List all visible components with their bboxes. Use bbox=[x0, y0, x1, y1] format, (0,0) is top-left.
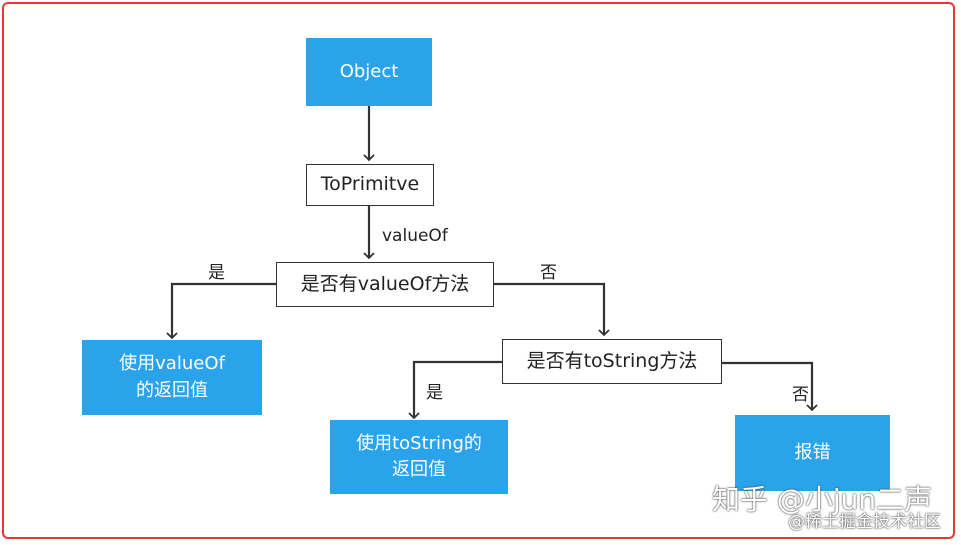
node-use-value-of-line2: 的返回值 bbox=[136, 379, 208, 401]
node-to-primitive: ToPrimitve bbox=[306, 164, 434, 206]
edge-label-no-1: 否 bbox=[540, 263, 557, 283]
node-has-to-string-label: 是否有toString方法 bbox=[526, 349, 698, 372]
node-object: Object bbox=[306, 38, 432, 106]
node-object-label: Object bbox=[339, 60, 399, 82]
node-error-label: 报错 bbox=[794, 441, 831, 463]
outer-frame bbox=[2, 2, 955, 539]
watermark-juejin: @稀土掘金技术社区 bbox=[788, 512, 941, 532]
node-use-value-of-line1: 使用valueOf bbox=[119, 353, 225, 375]
node-error: 报错 bbox=[735, 415, 890, 491]
edge-label-yes-2: 是 bbox=[426, 383, 443, 403]
node-to-primitive-label: ToPrimitve bbox=[320, 173, 420, 196]
node-use-value-of: 使用valueOf 的返回值 bbox=[82, 340, 262, 415]
edge-label-no-2: 否 bbox=[792, 385, 809, 405]
edge-no-to-has-tostring bbox=[494, 282, 610, 337]
node-use-to-string: 使用toString的 返回值 bbox=[330, 420, 508, 494]
watermark-zhihu: 知乎 @小jun二声 bbox=[712, 483, 933, 516]
node-has-to-string: 是否有toString方法 bbox=[502, 339, 722, 384]
edge-label-yes-1: 是 bbox=[208, 263, 225, 283]
node-use-to-string-line1: 使用toString的 bbox=[356, 432, 482, 454]
edge-no-to-error bbox=[722, 361, 818, 412]
node-use-to-string-line2: 返回值 bbox=[392, 459, 446, 480]
edge-label-value-of: valueOf bbox=[382, 226, 448, 246]
node-has-value-of-label: 是否有valueOf方法 bbox=[300, 272, 470, 295]
edge-yes-to-use-valueof bbox=[166, 282, 276, 340]
node-has-value-of: 是否有valueOf方法 bbox=[276, 262, 494, 307]
edge-yes-to-use-tostring bbox=[408, 360, 502, 420]
